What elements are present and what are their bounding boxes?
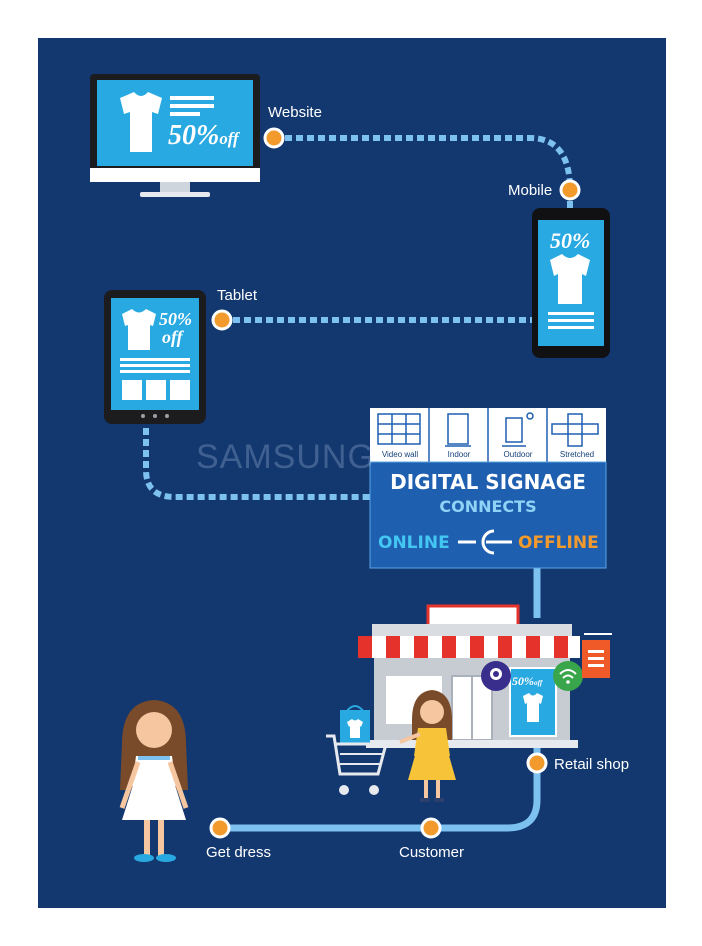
node-customer <box>420 817 442 839</box>
signage-type-video-wall: Video wall <box>381 450 419 459</box>
signage-online-label: ONLINE <box>378 533 450 553</box>
stretched-display-icon <box>551 413 599 447</box>
shop-promo-suffix: off <box>534 679 543 687</box>
label-tablet: Tablet <box>217 287 258 304</box>
signage-subtitle: CONNECTS <box>439 497 537 516</box>
node-tablet <box>211 309 233 331</box>
label-get-dress: Get dress <box>206 844 272 861</box>
shop-awning <box>358 636 580 658</box>
connect-plug-icon <box>458 529 512 555</box>
monitor-promo-suffix: off <box>219 129 239 148</box>
monitor-promo: 50%off <box>168 120 239 152</box>
signage-offline-label: OFFLINE <box>518 533 599 553</box>
woman-with-dress-figure <box>119 700 189 862</box>
signage-type-outdoor: Outdoor <box>503 450 533 459</box>
label-customer: Customer <box>399 844 465 861</box>
signage-type-indoor: Indoor <box>447 450 471 459</box>
tablet-promo: 50%off <box>159 310 203 346</box>
hanging-sign-icon <box>582 633 612 678</box>
video-wall-icon <box>377 413 421 445</box>
path-nodes <box>209 127 581 839</box>
node-mobile <box>559 179 581 201</box>
shop-promo-value: 50% <box>512 674 534 688</box>
shop-promo: 50%off <box>512 674 542 689</box>
label-website: Website <box>268 104 322 121</box>
connector-website-mobile <box>274 135 573 191</box>
signage-type-stretched: Stretched <box>559 450 595 459</box>
outdoor-display-icon <box>502 412 534 447</box>
mobile-promo: 50% <box>550 228 591 253</box>
connector-shop-get-dress <box>220 740 541 832</box>
tablet-promo-suffix: off <box>162 327 183 347</box>
webcam-icon <box>481 661 511 691</box>
node-retail-shop <box>526 752 548 774</box>
wifi-icon <box>553 661 583 691</box>
customer-woman-figure <box>399 690 456 802</box>
label-mobile: Mobile <box>508 182 553 199</box>
tablet-device <box>104 290 206 424</box>
tablet-promo-value: 50% <box>159 309 192 329</box>
watermark: SAMSUNG <box>196 438 375 476</box>
desktop-monitor <box>90 74 260 197</box>
solid-connectors <box>220 568 541 832</box>
signage-title: DIGITAL SIGNAGE <box>390 470 586 494</box>
digital-signage-board <box>369 408 607 569</box>
indoor-display-icon <box>445 413 471 447</box>
node-website <box>263 127 285 149</box>
retail-shop <box>358 604 612 748</box>
mobile-phone <box>532 208 610 358</box>
monitor-promo-value: 50% <box>168 120 220 151</box>
node-get-dress <box>209 817 231 839</box>
shopping-cart-icon <box>326 705 388 795</box>
label-retail-shop: Retail shop <box>554 756 630 773</box>
